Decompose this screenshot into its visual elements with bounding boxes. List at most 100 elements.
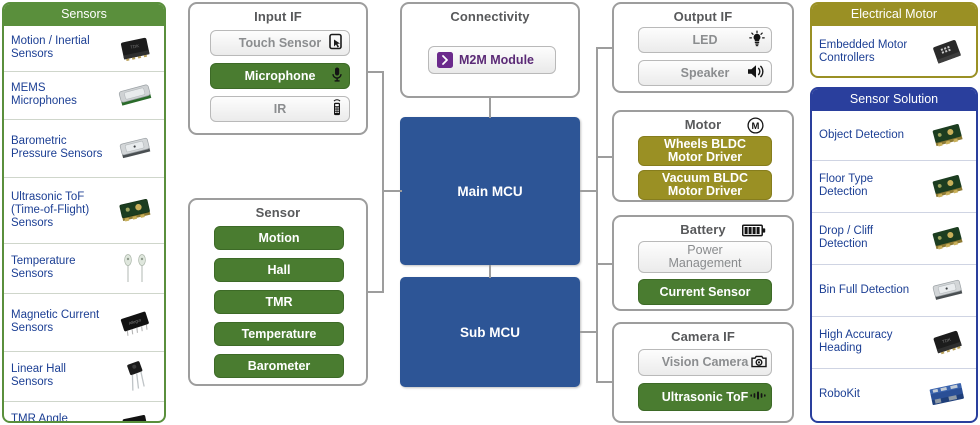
solution-item-label: Object Detection	[819, 128, 905, 141]
touch-pointer-icon	[329, 33, 343, 53]
power-management-label: Power Management	[668, 243, 742, 270]
sensor-hall-button[interactable]: Hall	[214, 258, 344, 282]
sensors-catalog-panel: Sensors Motion / Inertial Sensors TDK ME…	[2, 2, 166, 423]
electrical-motor-panel: Electrical Motor Embedded Motor Controll…	[810, 2, 978, 78]
list-item[interactable]: Magnetic Current Sensors Allegro	[4, 294, 164, 352]
connector-camera-if-h	[596, 381, 612, 383]
touch-sensor-label: Touch Sensor	[238, 35, 322, 50]
led-bulb-icon	[749, 30, 765, 50]
list-item[interactable]: Linear Hall Sensors	[4, 352, 164, 402]
battery-title: Battery	[680, 222, 726, 237]
soic-chip-thumbnail-icon: Allegro	[112, 307, 158, 337]
solution-item-label: Floor Type Detection	[819, 173, 874, 198]
sensor-block-title: Sensor	[255, 205, 301, 220]
vacuum-bldc-motor-driver-button[interactable]: Vacuum BLDC Motor Driver	[638, 170, 772, 200]
solution-item-label: Drop / Cliff Detection	[819, 225, 874, 250]
list-item[interactable]: TMR Angle Sensors	[4, 402, 164, 423]
motor-panel: Motor M Wheels BLDC Motor Driver Vacuum …	[612, 110, 794, 202]
list-item[interactable]: Motion / Inertial Sensors TDK	[4, 26, 164, 72]
list-item[interactable]: Temperature Sensors	[4, 244, 164, 294]
sensor-solution-panel: Sensor Solution Object Detection Floor T…	[810, 87, 978, 423]
wheels-bldc-label: Wheels BLDC Motor Driver	[664, 137, 746, 164]
list-item[interactable]: Bin Full Detection	[812, 265, 976, 317]
connector-right-bus-v	[596, 47, 598, 382]
vision-camera-label: Vision Camera	[661, 355, 749, 369]
vision-camera-button[interactable]: Vision Camera	[638, 349, 772, 376]
sensor-solution-header: Sensor Solution	[812, 89, 976, 111]
m2m-chevron-icon	[437, 52, 453, 68]
thermistor-thumbnail-icon	[112, 253, 158, 283]
connector-left-to-main-mcu	[382, 190, 402, 192]
m2m-module-button[interactable]: M2M Module	[428, 46, 556, 74]
list-item[interactable]: RoboKit	[812, 369, 976, 421]
power-management-button[interactable]: Power Management	[638, 241, 772, 273]
list-item[interactable]: Object Detection	[812, 111, 976, 161]
sensor-item-label: Motion / Inertial Sensors	[11, 35, 90, 60]
m2m-module-label: M2M Module	[459, 52, 534, 67]
sensor-barometer-button[interactable]: Barometer	[214, 354, 344, 378]
list-item[interactable]: High Accuracy Heading TDK	[812, 317, 976, 369]
list-item[interactable]: MEMS Microphones	[4, 72, 164, 120]
sensor-item-label: TMR Angle Sensors	[11, 412, 68, 423]
list-item[interactable]: Drop / Cliff Detection	[812, 213, 976, 265]
connector-sensor-h	[368, 291, 384, 293]
output-if-panel: Output IF LED Speaker	[612, 2, 794, 93]
sensor-temperature-button[interactable]: Temperature	[214, 322, 344, 346]
wheels-bldc-motor-driver-button[interactable]: Wheels BLDC Motor Driver	[638, 136, 772, 166]
led-button[interactable]: LED	[638, 27, 772, 53]
sensor-item-label: Ultrasonic ToF (Time-of-Flight) Sensors	[11, 190, 90, 229]
touch-sensor-button[interactable]: Touch Sensor	[210, 30, 350, 56]
connector-main-to-sub-mcu	[489, 265, 491, 278]
motor-title: Motor	[684, 117, 722, 132]
output-if-title: Output IF	[673, 9, 733, 24]
connector-input-if-h	[368, 71, 384, 73]
ultrasonic-tof-button[interactable]: Ultrasonic ToF	[638, 383, 772, 411]
current-sensor-button[interactable]: Current Sensor	[638, 279, 772, 305]
speaker-icon	[747, 64, 765, 82]
ir-label: IR	[273, 101, 287, 116]
main-mcu-label: Main MCU	[457, 183, 523, 199]
tssop-chip-thumbnail-icon	[112, 411, 158, 421]
ir-button[interactable]: IR	[210, 96, 350, 122]
sensor-tmr-label: TMR	[265, 294, 293, 309]
list-item[interactable]: Ultrasonic ToF (Time-of-Flight) Sensors	[4, 178, 164, 244]
solution-item-label: Bin Full Detection	[819, 283, 910, 296]
sensor-item-label: Magnetic Current Sensors	[11, 309, 100, 334]
sub-mcu-label: Sub MCU	[460, 324, 520, 340]
microphone-button[interactable]: Microphone	[210, 63, 350, 89]
sensor-motion-label: Motion	[258, 230, 300, 245]
sub-mcu-block[interactable]: Sub MCU	[400, 277, 580, 387]
barometric-sensor-thumbnail-icon	[112, 133, 158, 163]
electrical-motor-item-label: Embedded Motor Controllers	[819, 38, 908, 64]
imu-chip-thumbnail-icon: TDK	[924, 327, 970, 357]
svg-text:Allegro: Allegro	[128, 317, 142, 326]
list-item[interactable]: Embedded Motor Controllers	[812, 26, 976, 77]
mems-mic-thumbnail-icon	[112, 80, 158, 110]
connectivity-title: Connectivity	[450, 9, 530, 24]
electrical-motor-header: Electrical Motor	[812, 4, 976, 26]
list-item[interactable]: Barometric Pressure Sensors	[4, 120, 164, 178]
camera-icon	[751, 354, 767, 372]
connectivity-panel: Connectivity M2M Module	[400, 2, 580, 98]
vacuum-bldc-label: Vacuum BLDC Motor Driver	[661, 171, 749, 198]
sensor-solution-body: Object Detection Floor Type Detection	[812, 111, 976, 421]
ultrasonic-tof-thumbnail-icon	[112, 195, 158, 225]
barometric-sensor-thumbnail-icon	[924, 275, 970, 305]
sensor-temperature-label: Temperature	[241, 326, 317, 341]
qfn-chip-thumbnail-icon	[924, 37, 970, 67]
svg-text:M: M	[752, 121, 760, 132]
speaker-button[interactable]: Speaker	[638, 60, 772, 86]
sensor-motion-button[interactable]: Motion	[214, 226, 344, 250]
chip-black-thumbnail-icon: TDK	[112, 33, 158, 63]
connector-left-bus-v	[382, 71, 384, 293]
sensor-hall-label: Hall	[267, 262, 291, 277]
list-item[interactable]: Floor Type Detection	[812, 161, 976, 213]
sensor-tmr-button[interactable]: TMR	[214, 290, 344, 314]
ultrasonic-wave-icon	[748, 388, 768, 407]
connector-output-if-h	[596, 47, 612, 49]
microphone-label: Microphone	[244, 68, 316, 83]
sensor-item-label: Temperature Sensors	[11, 255, 76, 280]
robokit-board-thumbnail-icon	[924, 380, 970, 410]
main-mcu-block[interactable]: Main MCU	[400, 117, 580, 265]
camera-if-title: Camera IF	[671, 329, 735, 344]
